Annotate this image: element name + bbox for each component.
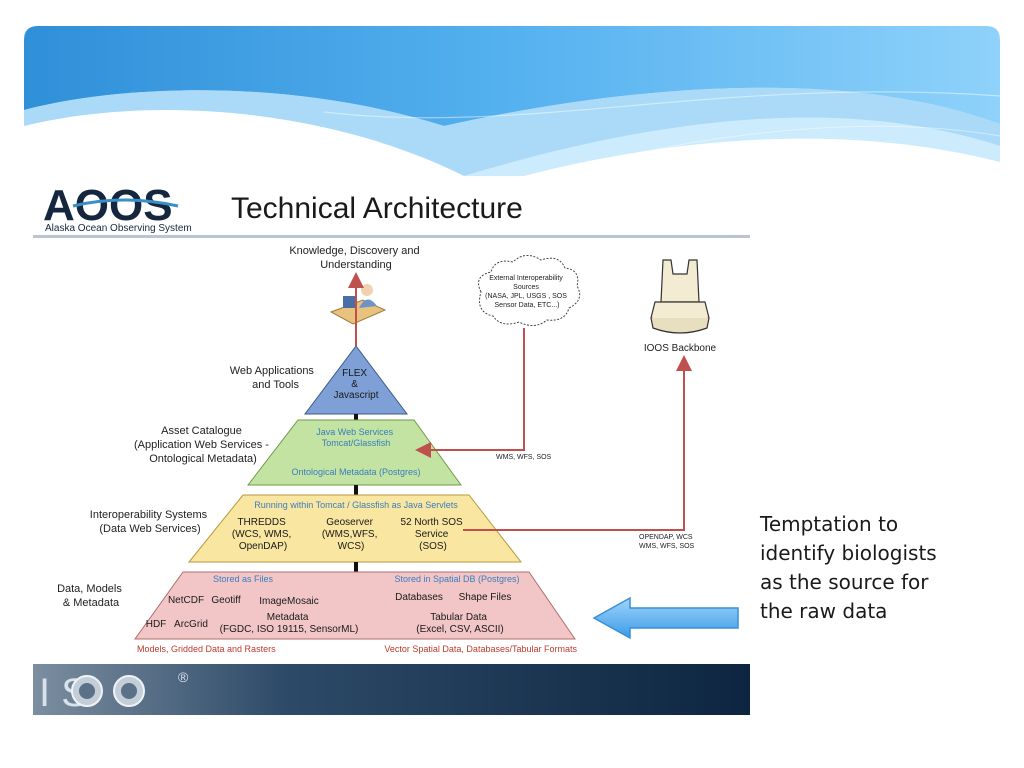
person-at-desk-icon: [329, 284, 387, 325]
caption-line: identify biologists: [760, 541, 937, 565]
sos-service-item: 52 North SOS Service (SOS): [400, 517, 465, 552]
tier-asset-catalogue: Java Web Services Tomcat/Glassfish Ontol…: [134, 419, 462, 486]
svg-text:ImageMosaic: ImageMosaic: [259, 596, 318, 607]
callout-arrow-icon: [592, 596, 739, 640]
tier-data-models: Stored as Files Stored in Spatial DB (Po…: [57, 571, 577, 654]
external-sources-cloud: External Interoperability Sources (NASA,…: [478, 255, 581, 326]
top-label: Knowledge, Discovery and Understanding: [289, 245, 422, 271]
aoos-logo-letters: AOOS: [43, 181, 173, 230]
bottom-left-caption: Models, Gridded Data and Rasters: [137, 644, 276, 654]
asset-catalogue-footer: Ontological Metadata (Postgres): [291, 467, 420, 477]
tier-web-apps: FLEX & Javascript Web Applications and T…: [230, 345, 408, 415]
interop-side-label: Interoperability Systems (Data Web Servi…: [90, 509, 210, 535]
aoos-logo-tagline: Alaska Ocean Observing System: [45, 223, 192, 234]
svg-text:Shape Files: Shape Files: [459, 592, 512, 603]
interop-header: Running within Tomcat / Glassfish as Jav…: [254, 500, 458, 510]
caption-line: the raw data: [760, 599, 888, 623]
tier-interop-systems: Running within Tomcat / Glassfish as Jav…: [90, 494, 523, 563]
svg-text:FLEX & Javascr: FLEX & Javascript: [333, 368, 378, 401]
svg-text:NetCDF: NetCDF: [168, 595, 204, 606]
figure-title: Technical Architecture: [231, 192, 523, 225]
backbone-flow-arrow: [463, 355, 692, 531]
bottom-right-caption: Vector Spatial Data, Databases/Tabular F…: [384, 644, 577, 654]
architecture-diagram: AOOS Alaska Ocean Observing System Techn…: [33, 181, 750, 715]
opendap-label: OPENDAP, WCS WMS, WFS, SOS: [639, 534, 695, 550]
svg-text:Stored in Spatial DB (Postgres: Stored in Spatial DB (Postgres): [394, 574, 519, 584]
aoos-logo: AOOS Alaska Ocean Observing System: [43, 181, 192, 234]
svg-text:ArcGrid: ArcGrid: [174, 619, 208, 630]
caption-line: as the source for: [760, 570, 929, 594]
svg-text:Java Web Services Tomc: Java Web Services Tomcat/Glassfish: [316, 427, 395, 448]
ioos-footer-bar: [33, 664, 750, 715]
caption-line: Temptation to: [760, 512, 899, 536]
svg-text:®: ®: [178, 669, 189, 685]
web-apps-side-label: Web Applications and Tools: [230, 365, 317, 391]
thredds-item: THREDDS (WCS, WMS, OpenDAP): [232, 517, 294, 552]
tabular-item: Tabular Data (Excel, CSV, ASCII): [416, 612, 503, 635]
ioos-backbone-label: IOOS Backbone: [644, 343, 717, 354]
geoserver-item: Geoserver (WMS,WFS, WCS): [322, 517, 380, 552]
svg-text:HDF: HDF: [146, 619, 167, 630]
asset-catalogue-side-label: Asset Catalogue (Application Web Service…: [134, 425, 272, 465]
external-sources-flow-arrow: [415, 328, 525, 458]
ioos-backbone-icon: [650, 259, 710, 334]
ioos-footer-logo: I S ®: [39, 669, 189, 715]
header-wave-banner: [24, 26, 1000, 184]
data-side-label: Data, Models & Metadata: [57, 583, 125, 609]
svg-text:Databases: Databases: [395, 592, 443, 603]
svg-text:Geotiff: Geotiff: [211, 595, 240, 606]
wms-wfs-sos-label: WMS, WFS, SOS: [496, 454, 552, 461]
architecture-figure: AOOS Alaska Ocean Observing System Techn…: [33, 176, 750, 715]
slide-caption: Temptation to identify biologists as the…: [760, 510, 1000, 626]
metadata-item: Metadata (FGDC, ISO 19115, SensorML): [220, 612, 359, 635]
svg-text:External Interoperability: External Interoperability Sources (NASA,…: [485, 275, 569, 309]
svg-text:Stored as Files: Stored as Files: [213, 574, 274, 584]
